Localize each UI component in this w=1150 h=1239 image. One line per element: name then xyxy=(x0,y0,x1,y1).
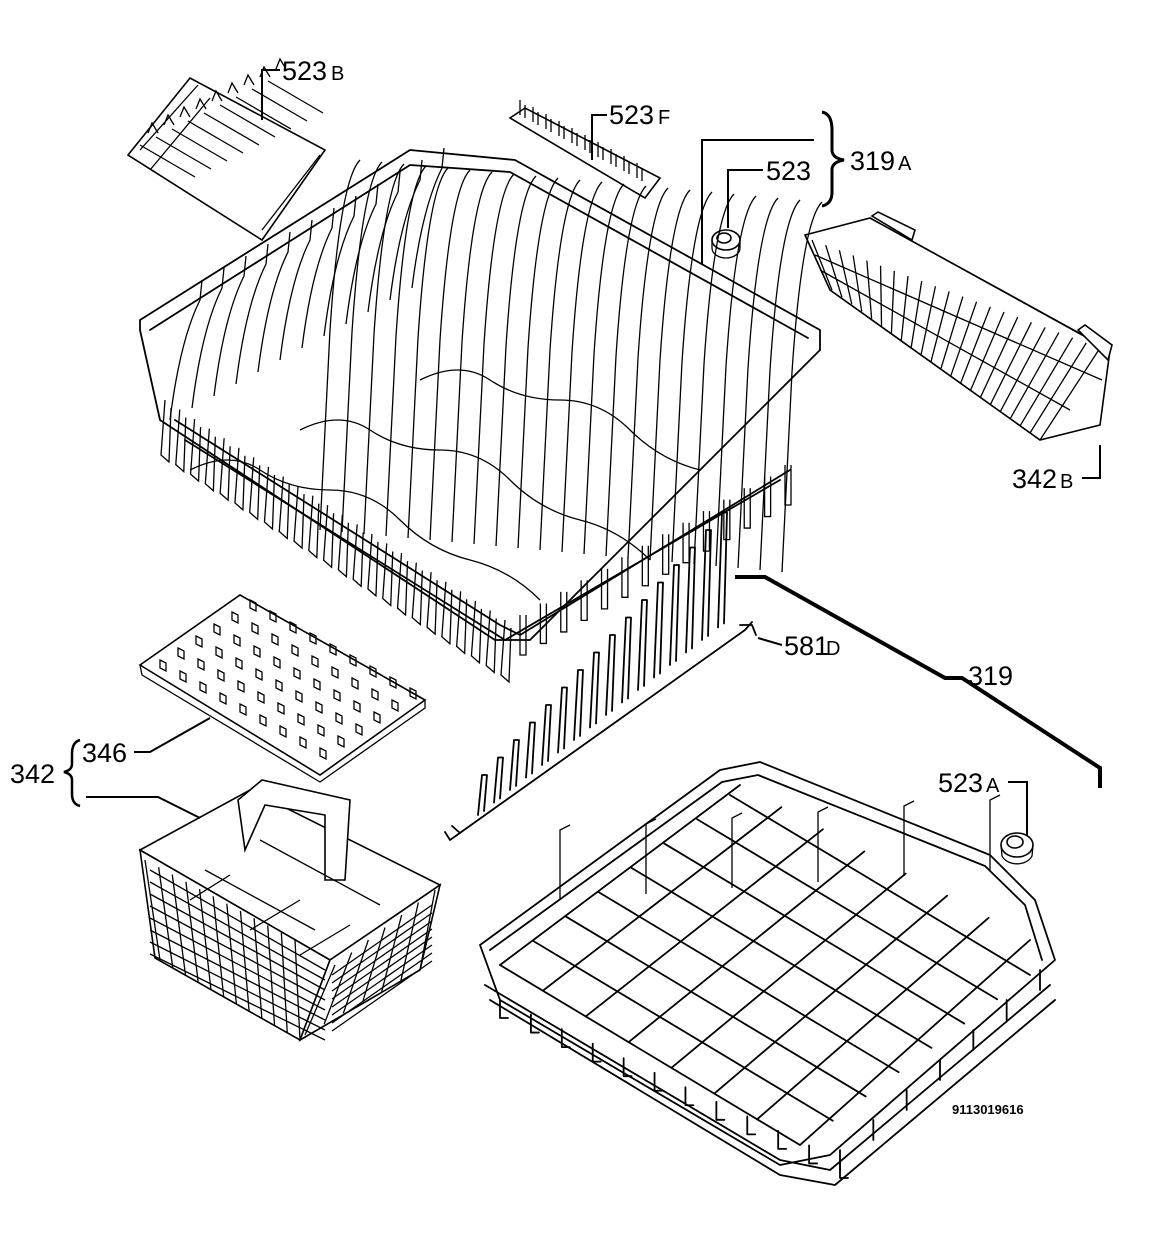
callout-342b: 342 B xyxy=(1012,445,1101,494)
drawing-code: 9113019616 xyxy=(952,1102,1024,1117)
label-523a-suffix: A xyxy=(986,775,1000,797)
label-342b-suffix: B xyxy=(1060,471,1073,493)
callout-346: 346 xyxy=(82,717,211,768)
cutlery-basket-342 xyxy=(138,779,442,1042)
label-523a-number: 523 xyxy=(938,768,983,798)
label-523f-number: 523 xyxy=(609,100,654,130)
part-346-cutlery-lid xyxy=(138,594,427,783)
callout-319: 319 xyxy=(735,575,1102,788)
callout-523a: 523 A xyxy=(938,768,1028,835)
part-523a-roller xyxy=(1000,832,1034,865)
part-523-roller xyxy=(711,229,741,259)
label-523b-suffix: B xyxy=(331,63,344,85)
label-581d-number: 581 xyxy=(784,631,829,661)
part-581d-tine-row xyxy=(444,511,757,841)
upper-dish-basket xyxy=(139,147,823,684)
label-523f-suffix: F xyxy=(658,107,670,129)
label-319a-number: 319 xyxy=(850,146,895,176)
label-581d-suffix: D xyxy=(826,638,840,660)
callout-523b: 523 B xyxy=(261,56,344,120)
callout-581d: 581 D xyxy=(757,631,840,661)
lower-basket xyxy=(479,761,1056,1186)
callout-342: 342 xyxy=(10,738,201,819)
label-319-number: 319 xyxy=(968,661,1013,691)
label-523b-number: 523 xyxy=(282,56,327,86)
part-523b-plate-insert xyxy=(126,57,327,242)
label-346-number: 346 xyxy=(82,738,127,768)
part-342b-side-basket xyxy=(803,211,1113,441)
label-342b-number: 342 xyxy=(1012,464,1057,494)
callout-523f: 523 F xyxy=(591,100,670,160)
part-523f-comb xyxy=(508,100,662,200)
callout-523: 523 xyxy=(727,156,811,228)
label-342-number: 342 xyxy=(10,759,55,789)
callout-319a: 319 A xyxy=(701,110,912,265)
label-319a-suffix: A xyxy=(898,153,912,175)
label-523-number: 523 xyxy=(766,156,811,186)
